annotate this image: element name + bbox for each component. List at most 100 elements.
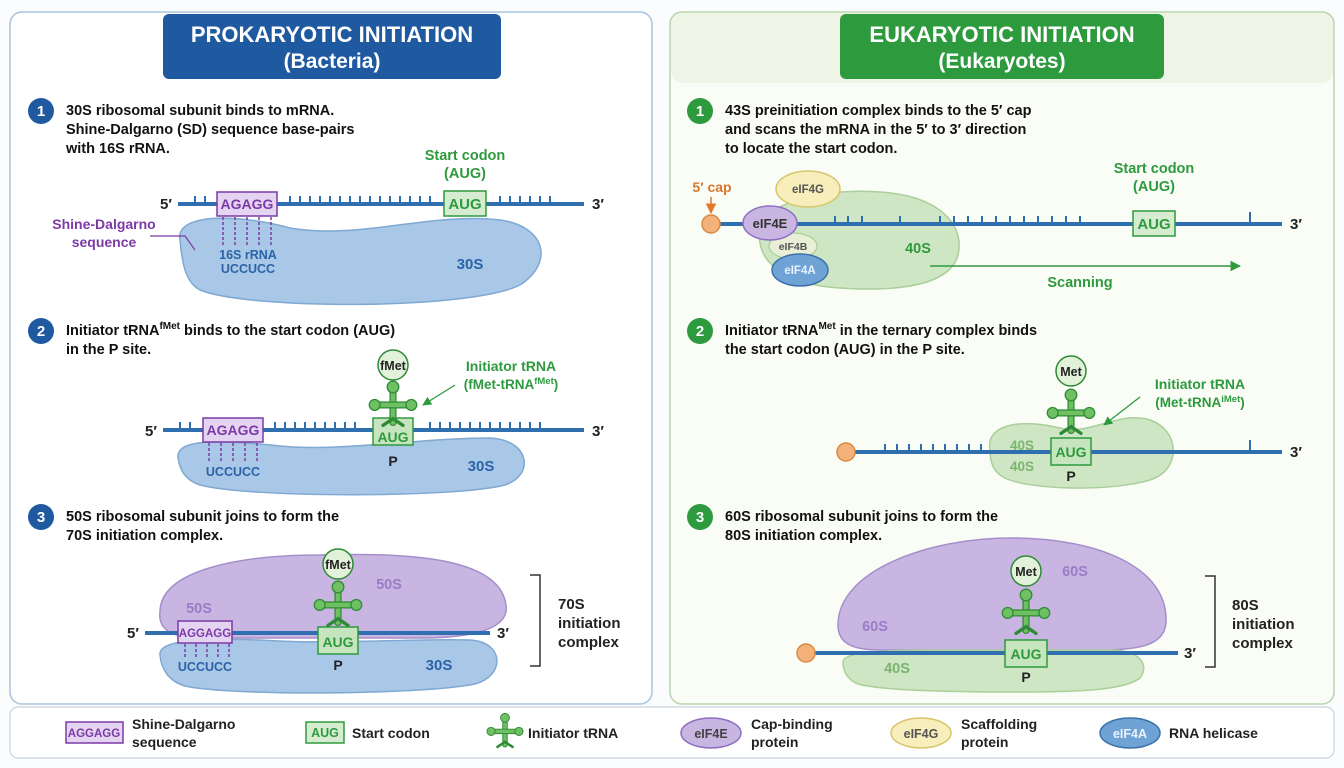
legend-aug-icon xyxy=(305,721,345,744)
eif4e-protein xyxy=(742,205,798,241)
step-text-line2: 70S initiation complex. xyxy=(66,528,223,544)
complex-bracket xyxy=(530,574,541,667)
trna-label-line2: (fMet-tRNAfMet) xyxy=(464,376,559,392)
sd-sequence-box xyxy=(177,620,233,644)
complex-bracket xyxy=(1205,575,1216,668)
subunit-40s-label-lower: 40S xyxy=(1010,459,1034,474)
subunit-40s-label: 40S xyxy=(884,661,910,677)
sd-sequence: AGAGG xyxy=(207,422,260,438)
three-prime-label: 3′ xyxy=(1184,645,1196,662)
nucleotide-ticks xyxy=(834,212,1251,224)
legend-sd-icon xyxy=(65,721,124,744)
small-subunit-40s xyxy=(842,649,1145,693)
aug-codon: AUG xyxy=(322,634,353,650)
subunit-60s-label: 60S xyxy=(862,619,888,635)
base-pair-lines xyxy=(184,644,230,658)
eif4b-label: eIF4B xyxy=(779,241,808,253)
eif4g-protein xyxy=(775,170,841,208)
nucleotide-ticks xyxy=(194,196,551,204)
start-codon-label-line1: Start codon xyxy=(1114,161,1195,177)
p-site-box xyxy=(317,626,359,655)
p-site-box xyxy=(1004,639,1048,668)
amino-acid-bead xyxy=(322,548,354,580)
subunit-30s-label: 30S xyxy=(468,458,495,475)
step-number: 3 xyxy=(696,509,704,526)
aug-codon-box xyxy=(443,190,487,217)
aug-codon: AUG xyxy=(1010,646,1041,662)
subunit-60s-label-right: 60S xyxy=(1062,564,1088,580)
aug-codon-box xyxy=(1132,210,1176,237)
eif4a-protein xyxy=(771,253,829,287)
sd-sequence: AGAGG xyxy=(221,196,274,212)
step-number-badge xyxy=(687,504,713,530)
small-subunit-30s xyxy=(179,217,542,306)
base-pair-lines xyxy=(208,443,258,462)
pro-step-1: 1 30S ribosomal subunit binds to mRNA. S… xyxy=(28,98,604,306)
complex-label-line1: 80S xyxy=(1232,597,1259,614)
base-pair-lines xyxy=(222,217,272,247)
sd-label-line1: Shine-Dalgarno xyxy=(52,216,155,232)
legend-eif4a-label: RNA helicase xyxy=(1169,725,1258,741)
nucleotide-ticks xyxy=(884,440,1251,452)
subunit-50s-label-right: 50S xyxy=(376,577,402,593)
legend-eif4a-icon-text: eIF4A xyxy=(1113,727,1147,741)
amino-acid-bead xyxy=(1010,555,1042,587)
step-text-line1: 43S preinitiation complex binds to the 5… xyxy=(725,103,1032,119)
five-prime-cap xyxy=(836,442,856,462)
legend-sd-icon-text: AGGAGG xyxy=(68,728,120,740)
sd-pointer xyxy=(150,235,196,251)
step-text-line2: in the P site. xyxy=(66,342,151,358)
prokaryotic-header xyxy=(163,14,501,79)
prokaryotic-subtitle: (Bacteria) xyxy=(284,50,381,73)
three-prime-label: 3′ xyxy=(592,423,604,440)
start-codon-label-line1: Start codon xyxy=(425,148,506,164)
five-prime-label: 5′ xyxy=(160,196,172,213)
step-text-line2: 80S initiation complex. xyxy=(725,528,882,544)
legend-eif4g-icon-text: eIF4G xyxy=(904,727,939,741)
small-subunit-30s xyxy=(159,638,498,694)
eukaryotic-title: EUKARYOTIC INITIATION xyxy=(869,22,1134,47)
three-prime-label: 3′ xyxy=(1290,216,1302,233)
five-prime-label: 5′ xyxy=(145,423,157,440)
step-number: 1 xyxy=(37,103,45,120)
step-number-badge xyxy=(28,98,54,124)
pro-step-2: 2 Initiator tRNAfMet binds to the start … xyxy=(28,318,604,496)
p-site-label: P xyxy=(333,657,342,673)
three-prime-label: 3′ xyxy=(1290,444,1302,461)
euk-step-1: 1 43S preinitiation complex binds to the… xyxy=(687,98,1302,291)
subunit-50s-label: 50S xyxy=(186,601,212,617)
trna-label-line1: Initiator tRNA xyxy=(466,358,556,374)
complex-label-line3: complex xyxy=(1232,635,1294,652)
trna-label-line2: (Met-tRNAiMet) xyxy=(1155,394,1244,410)
eukaryotic-header xyxy=(840,14,1164,79)
rrna-sequence: UCCUCC xyxy=(178,660,232,674)
step-text-line3: with 16S rRNA. xyxy=(65,141,170,157)
amino-acid-label: fMet xyxy=(325,558,352,572)
legend-box xyxy=(9,706,1335,759)
amino-acid-label: Met xyxy=(1015,565,1037,579)
rrna-label: 16S rRNA xyxy=(219,248,277,262)
p-site-label: P xyxy=(1021,669,1030,685)
rrna-sequence: UCCUCC xyxy=(221,262,275,276)
eukaryotic-subtitle: (Eukaryotes) xyxy=(938,50,1065,73)
three-prime-label: 3′ xyxy=(497,625,509,642)
cap-label: 5′ cap xyxy=(692,179,731,195)
subunit-30s-label: 30S xyxy=(457,256,484,273)
complex-label-line2: initiation xyxy=(558,615,621,632)
step-text-line1: 50S ribosomal subunit joins to form the xyxy=(66,509,339,525)
legend-eif4e-icon-text: eIF4E xyxy=(694,727,727,741)
amino-acid-label: Met xyxy=(1060,365,1082,379)
step-text-line1: Initiator tRNAMet in the ternary complex… xyxy=(725,321,1037,339)
complex-label-line1: 70S xyxy=(558,596,585,613)
trna-pointer-arrow xyxy=(1103,396,1141,426)
pro-step-3: 3 50S ribosomal subunit joins to form th… xyxy=(28,504,621,694)
prokaryotic-title: PROKARYOTIC INITIATION xyxy=(191,22,473,47)
trna-label-line1: Initiator tRNA xyxy=(1155,376,1245,392)
step-text-line2: the start codon (AUG) in the P site. xyxy=(725,342,965,358)
amino-acid-label: fMet xyxy=(380,359,407,373)
step-text-line2: Shine-Dalgarno (SD) sequence base-pairs xyxy=(66,122,354,138)
step-number-badge xyxy=(28,318,54,344)
step-number: 3 xyxy=(37,509,45,526)
step-number-badge xyxy=(687,98,713,124)
